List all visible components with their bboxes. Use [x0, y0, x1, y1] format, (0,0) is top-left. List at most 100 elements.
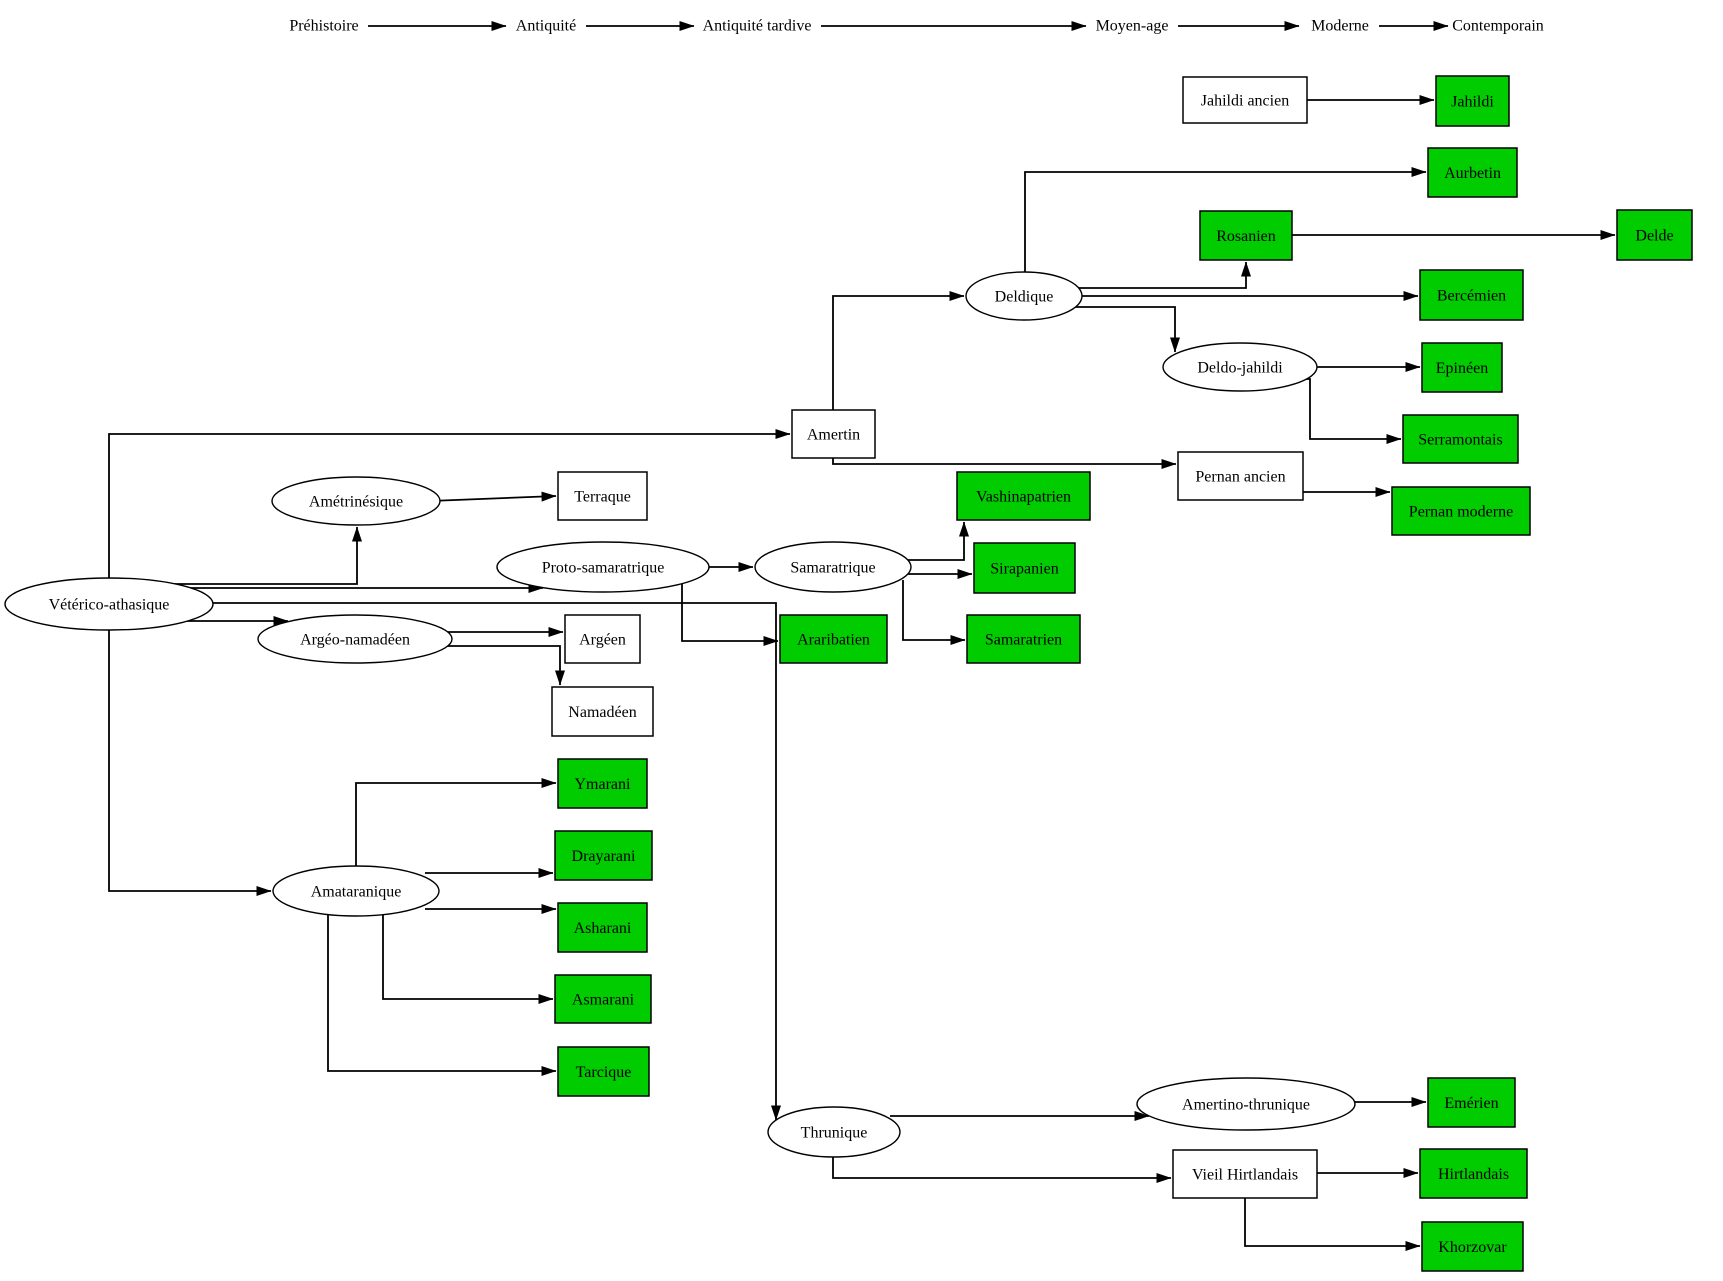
pernan-moderne-label: Pernan moderne	[1409, 504, 1513, 521]
edge-proto-samaratrique--araribatien	[681, 578, 779, 646]
node-tarcique: Tarcique	[557, 1046, 650, 1097]
node-deldique: Deldique	[965, 271, 1083, 321]
edge-deldique--aurbetin	[1024, 167, 1427, 290]
node-vashinapatrien: Vashinapatrien	[956, 471, 1091, 521]
timeline-label-1: Antiquité	[516, 18, 576, 35]
nodes-layer: Vétérico-athasique AmétrinésiqueProto-sam…	[4, 75, 1693, 1272]
node-epineen: Epinéen	[1421, 342, 1503, 393]
emerien-shape	[1427, 1077, 1516, 1128]
edge-veterico-athasique--ametrinesique	[140, 526, 362, 585]
edge-deldique--rosanien	[1040, 261, 1251, 289]
delde-label: Delde	[1635, 228, 1673, 245]
vashinapatrien-shape	[956, 471, 1091, 521]
node-asmarani: Asmarani	[554, 974, 652, 1024]
terraque-label: Terraque	[574, 489, 631, 506]
drayarani-label: Drayarani	[572, 848, 637, 865]
hirtlandais-shape	[1419, 1148, 1528, 1199]
deldo-jahildi-label: Deldo-jahildi	[1197, 360, 1283, 377]
node-aurbetin: Aurbetin	[1427, 147, 1518, 198]
node-rosanien: Rosanien	[1199, 210, 1293, 261]
timeline-label-4: Moderne	[1311, 18, 1369, 35]
tarcique-shape	[557, 1046, 650, 1097]
asharani-label: Asharani	[574, 920, 632, 937]
serramontais-label: Serramontais	[1418, 432, 1502, 449]
timeline-label-0: Préhistoire	[289, 18, 358, 35]
ymarani-shape	[557, 758, 648, 809]
vashinapatrien-label: Vashinapatrien	[976, 489, 1071, 506]
node-proto-samaratrique: Proto-samaratrique	[496, 541, 710, 593]
thrunique-label: Thrunique	[801, 1125, 868, 1142]
node-serramontais: Serramontais	[1402, 414, 1519, 464]
timeline-label-5: Contemporain	[1452, 18, 1544, 35]
araribatien-label: Araribatien	[797, 632, 870, 649]
samaratrique-label: Samaratrique	[790, 560, 875, 577]
jahildi-shape	[1435, 75, 1510, 127]
rosanien-shape	[1199, 210, 1293, 261]
jahildi-ancien-label: Jahildi ancien	[1201, 93, 1289, 110]
node-jahildi: Jahildi	[1435, 75, 1510, 127]
timeline-label-2: Antiquité tardive	[703, 18, 812, 35]
vieil-hirtlandais-label: Vieil Hirtlandais	[1192, 1167, 1298, 1184]
node-drayarani: Drayarani	[554, 830, 653, 881]
edge-amertin--deldique	[832, 291, 965, 420]
asharani-shape	[557, 902, 648, 953]
edge-amertin--pernan-ancien	[832, 445, 1177, 469]
deldique-shape	[965, 271, 1083, 321]
emerien-label: Emérien	[1444, 1095, 1498, 1112]
node-emerien: Emérien	[1427, 1077, 1516, 1128]
node-pernan-moderne: Pernan moderne	[1391, 486, 1531, 536]
node-namadeen: Namadéen	[551, 686, 654, 737]
node-argeen: Argéen	[564, 614, 641, 664]
node-amataranique: Amataranique	[272, 865, 440, 917]
aurbetin-shape	[1427, 147, 1518, 198]
terraque-shape	[557, 471, 648, 521]
node-amertin: Amertin	[791, 409, 876, 459]
veterico-athasique-shape	[4, 577, 214, 631]
bercemien-label: Bercémien	[1437, 288, 1506, 305]
pernan-ancien-shape	[1177, 451, 1304, 501]
amertino-thrunique-label: Amertino-thrunique	[1182, 1097, 1310, 1114]
veterico-athasique-label: Vétérico-athasique	[49, 597, 170, 614]
hirtlandais-label: Hirtlandais	[1438, 1166, 1509, 1183]
node-khorzovar: Khorzovar	[1421, 1221, 1524, 1272]
argeen-shape	[564, 614, 641, 664]
jahildi-label: Jahildi	[1451, 94, 1494, 111]
node-thrunique: Thrunique	[767, 1106, 901, 1158]
edge-amataranique--ymarani	[355, 778, 557, 880]
ymarani-label: Ymarani	[575, 776, 632, 793]
argeen-label: Argéen	[579, 632, 626, 649]
edge-veterico-athasique--amataranique	[108, 615, 272, 896]
node-ametrinesique: Amétrinésique	[271, 476, 441, 526]
node-veterico-athasique: Vétérico-athasique	[4, 577, 214, 631]
asmarani-shape	[554, 974, 652, 1024]
sirapanien-shape	[973, 542, 1076, 594]
pernan-ancien-label: Pernan ancien	[1195, 469, 1285, 486]
deldo-jahildi-shape	[1162, 342, 1318, 392]
edge-samaratrique--samaratrien	[902, 580, 966, 645]
node-vieil-hirtlandais: Vieil Hirtlandais	[1172, 1149, 1318, 1199]
node-hirtlandais: Hirtlandais	[1419, 1148, 1528, 1199]
serramontais-shape	[1402, 414, 1519, 464]
amertin-shape	[791, 409, 876, 459]
node-araribatien: Araribatien	[779, 614, 888, 664]
drayarani-shape	[554, 830, 653, 881]
amertino-thrunique-shape	[1136, 1077, 1356, 1131]
rosanien-label: Rosanien	[1216, 228, 1276, 245]
thrunique-shape	[767, 1106, 901, 1158]
khorzovar-shape	[1421, 1221, 1524, 1272]
epineen-label: Epinéen	[1436, 360, 1488, 377]
edge-argeo-namadeen--namadeen	[440, 645, 565, 686]
deldique-label: Deldique	[995, 289, 1054, 306]
aurbetin-label: Aurbetin	[1444, 165, 1501, 182]
namadeen-label: Namadéen	[568, 704, 636, 721]
vieil-hirtlandais-shape	[1172, 1149, 1318, 1199]
node-terraque: Terraque	[557, 471, 648, 521]
argeo-namadeen-shape	[257, 614, 453, 664]
node-deldo-jahildi: Deldo-jahildi	[1162, 342, 1318, 392]
node-ymarani: Ymarani	[557, 758, 648, 809]
edge-deldique--deldo-jahildi	[1040, 306, 1180, 353]
araribatien-shape	[779, 614, 888, 664]
